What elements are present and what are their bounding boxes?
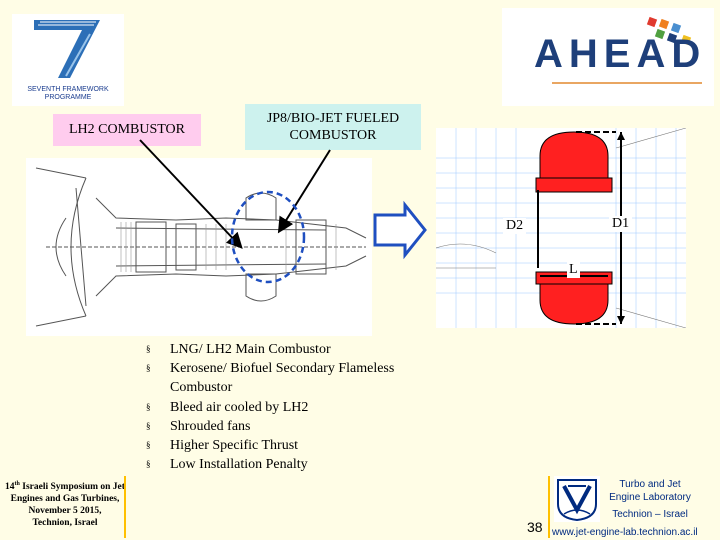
lab-name: Turbo and Jet Engine Laboratory Technion…: [600, 478, 700, 521]
combustor-highlight-ellipse: [230, 190, 306, 284]
d1-label: D1: [609, 216, 633, 232]
bullet-text: Shrouded fans: [170, 418, 251, 434]
lh2-combustor-text: LH2 COMBUSTOR: [68, 122, 186, 137]
lower-combustor-shape: [539, 277, 609, 325]
list-item: § Bleed air cooled by LH2: [146, 398, 446, 417]
bullet-text: Kerosene/ Biofuel Secondary Flameless Co…: [170, 361, 395, 396]
list-item: § Kerosene/ Biofuel Secondary Flameless …: [146, 359, 446, 397]
jp8-line-1: JP8/BIO-JET FUELED: [266, 111, 400, 126]
symposium-footer: 14th Israeli Symposium on Jet Engines an…: [5, 478, 125, 529]
footer-divider-right: [548, 476, 550, 538]
symposium-number: 14: [5, 482, 15, 493]
fp7-logo: SEVENTH FRAMEWORK PROGRAMME: [12, 14, 124, 106]
ahead-cube-icon: [646, 16, 692, 46]
lh2-callout-arrow: [139, 139, 243, 249]
lab-url[interactable]: www.jet-engine-lab.technion.ac.il: [552, 527, 698, 538]
symposium-place: Technion, Israel: [32, 518, 98, 529]
lab-line-1: Turbo and Jet: [619, 479, 681, 490]
bullet-marker: §: [146, 440, 151, 451]
list-item: § Low Installation Penalty: [146, 455, 446, 474]
list-item: § Shrouded fans: [146, 417, 446, 436]
fp7-seven-icon: [34, 20, 100, 78]
d2-label: D2: [503, 218, 527, 234]
feature-list: § LNG/ LH2 Main Combustor § Kerosene/ Bio…: [146, 340, 446, 474]
fp7-caption-1: SEVENTH FRAMEWORK: [27, 86, 109, 93]
technion-emblem-icon: [557, 479, 597, 522]
lab-line-3: Technion – Israel: [612, 509, 688, 520]
combustor-detail-svg: [436, 128, 686, 328]
bullet-marker: §: [146, 401, 151, 412]
jp8-combustor-label: JP8/BIO-JET FUELED COMBUSTOR: [245, 104, 421, 150]
combustor-detail-drawing: [436, 128, 686, 328]
bullet-marker: §: [146, 363, 151, 374]
list-item: § Higher Specific Thrust: [146, 436, 446, 455]
lab-line-2: Engine Laboratory: [609, 492, 691, 503]
l-label: L: [567, 262, 580, 278]
bullet-text: Bleed air cooled by LH2: [170, 399, 309, 415]
ahead-word: AHEAD: [534, 32, 707, 76]
bullet-marker: §: [146, 420, 151, 431]
symposium-title: Israeli Symposium on Jet Engines and Gas…: [10, 482, 125, 505]
bullet-marker: §: [146, 459, 151, 470]
page-number: 38: [527, 519, 543, 535]
bullet-text: LNG/ LH2 Main Combustor: [170, 342, 331, 357]
technion-logo: [554, 476, 600, 522]
jp8-line-2: COMBUSTOR: [289, 128, 377, 143]
symposium-date: November 5 2015,: [28, 506, 102, 517]
footer-divider-left: [124, 476, 126, 538]
list-item: § LNG/ LH2 Main Combustor: [146, 340, 446, 359]
engine-cross-section: [26, 158, 372, 336]
lh2-combustor-label: LH2 COMBUSTOR: [53, 114, 201, 146]
fp7-caption-2: PROGRAMME: [44, 94, 92, 101]
bullet-text: Low Installation Penalty: [170, 457, 308, 473]
jp8-callout-arrow: [277, 149, 331, 234]
right-arrow-icon: [373, 200, 427, 260]
ahead-tagline-strip: [552, 82, 702, 84]
symposium-ordinal: th: [14, 481, 20, 487]
bullet-text: Higher Specific Thrust: [170, 438, 299, 454]
bullet-marker: §: [146, 344, 151, 354]
ahead-logo: AHEAD: [502, 8, 714, 106]
